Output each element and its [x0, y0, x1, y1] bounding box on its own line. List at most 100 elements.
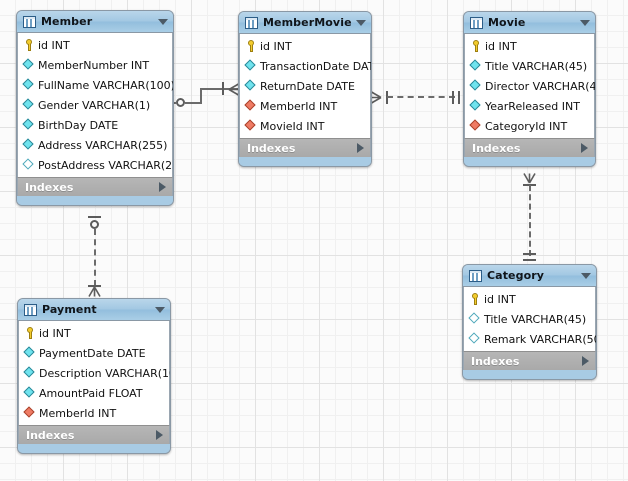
column-label: PostAddress VARCHAR(255): [38, 158, 173, 172]
table-column-row[interactable]: Description VARCHAR(100): [19, 363, 170, 383]
column-icon: [23, 139, 35, 151]
column-label: Description VARCHAR(100): [39, 366, 170, 380]
table-column-row[interactable]: Title VARCHAR(45): [464, 309, 595, 329]
table-column-row[interactable]: id INT: [465, 36, 594, 56]
indexes-section-category[interactable]: Indexes: [463, 351, 596, 370]
indexes-section-member[interactable]: Indexes: [17, 177, 173, 196]
rel-member-payment-zero-marker: [90, 220, 99, 229]
column-label: PaymentDate DATE: [39, 346, 146, 360]
primary-key-icon: [469, 293, 481, 305]
indexes-label: Indexes: [471, 354, 520, 368]
column-icon: [23, 59, 35, 71]
nullable-column-icon: [23, 159, 35, 171]
indexes-section-movie[interactable]: Indexes: [464, 138, 595, 157]
column-icon: [23, 79, 35, 91]
entity-table-category[interactable]: Category id INT Title VARCHAR(45)Remark VA…: [462, 264, 597, 380]
table-title: Movie: [488, 16, 526, 29]
column-icon: [245, 80, 257, 92]
table-column-row[interactable]: MemberNumber INT: [18, 55, 172, 75]
column-label: ReturnDate DATE: [260, 79, 355, 93]
chevron-down-icon[interactable]: [356, 19, 366, 26]
rel-membermovie-movie-bar-c: [458, 91, 460, 104]
table-column-row[interactable]: FullName VARCHAR(100): [18, 75, 174, 95]
table-footer: [17, 196, 173, 205]
rel-membermovie-movie-bar-a: [386, 91, 388, 104]
rel-member-membermovie-one-bar: [222, 82, 224, 95]
table-header-member[interactable]: Member: [17, 11, 173, 33]
column-label: id INT: [484, 292, 516, 306]
table-footer: [463, 370, 596, 379]
table-column-row[interactable]: CategoryId INT: [465, 116, 594, 136]
rel-member-membermovie-zero-marker: [176, 98, 185, 107]
table-column-row[interactable]: id INT: [240, 36, 370, 56]
indexes-label: Indexes: [26, 428, 75, 442]
chevron-down-icon[interactable]: [158, 18, 168, 25]
table-column-row[interactable]: ReturnDate DATE: [240, 76, 370, 96]
column-icon: [24, 367, 36, 379]
entity-table-member[interactable]: Member id INT MemberNumber INT FullName VAR…: [16, 10, 174, 206]
chevron-down-icon[interactable]: [581, 272, 591, 279]
table-column-row[interactable]: id INT: [19, 323, 169, 343]
chevron-right-icon[interactable]: [357, 143, 364, 153]
foreign-key-icon: [245, 100, 257, 112]
column-label: FullName VARCHAR(100): [38, 78, 174, 92]
table-header-membermovie[interactable]: MemberMovie: [239, 12, 371, 34]
column-icon: [24, 387, 36, 399]
table-column-row[interactable]: PaymentDate DATE: [19, 343, 169, 363]
table-footer: [239, 157, 371, 166]
primary-key-icon: [470, 40, 482, 52]
rel-member-payment-crow-bar: [88, 285, 101, 287]
column-label: TransactionDate DATE: [260, 59, 372, 73]
table-column-row[interactable]: id INT: [18, 35, 172, 55]
table-title: Payment: [42, 303, 97, 316]
table-column-row[interactable]: BirthDay DATE: [18, 115, 172, 135]
table-header-category[interactable]: Category: [463, 265, 596, 287]
table-column-row[interactable]: Remark VARCHAR(500): [464, 329, 596, 349]
table-column-row[interactable]: MovieId INT: [240, 116, 370, 136]
table-header-payment[interactable]: Payment: [18, 299, 170, 321]
table-column-row[interactable]: Address VARCHAR(255): [18, 135, 172, 155]
rel-membermovie-movie-crowfoot: [371, 91, 382, 104]
table-column-row[interactable]: PostAddress VARCHAR(255): [18, 155, 173, 175]
table-header-movie[interactable]: Movie: [464, 12, 595, 34]
table-column-row[interactable]: id INT: [464, 289, 595, 309]
rel-member-membermovie-seg5: [214, 88, 238, 90]
column-label: YearReleased INT: [485, 99, 580, 113]
chevron-down-icon[interactable]: [155, 306, 165, 313]
table-icon: [23, 15, 36, 28]
table-title: Member: [41, 15, 93, 28]
column-label: MemberId INT: [39, 406, 117, 420]
column-label: Director VARCHAR(45): [485, 79, 596, 93]
rel-movie-category-crowfoot: [523, 173, 536, 186]
column-label: MemberNumber INT: [38, 58, 150, 72]
table-column-row[interactable]: TransactionDate DATE: [240, 56, 372, 76]
rel-movie-category-line: [529, 185, 531, 256]
chevron-down-icon[interactable]: [580, 19, 590, 26]
indexes-section-payment[interactable]: Indexes: [18, 425, 170, 444]
column-label: id INT: [39, 326, 71, 340]
column-icon: [23, 119, 35, 131]
column-label: BirthDay DATE: [38, 118, 119, 132]
primary-key-icon: [24, 327, 36, 339]
chevron-right-icon[interactable]: [581, 143, 588, 153]
chevron-right-icon[interactable]: [582, 356, 589, 366]
table-column-row[interactable]: MemberId INT: [19, 403, 169, 423]
chevron-right-icon[interactable]: [159, 182, 166, 192]
chevron-right-icon[interactable]: [156, 430, 163, 440]
entity-table-payment[interactable]: Payment id INT PaymentDate DATE Description…: [17, 298, 171, 454]
indexes-section-membermovie[interactable]: Indexes: [239, 138, 371, 157]
table-columns: id INT Title VARCHAR(45)Remark VARCHAR(50…: [463, 287, 596, 351]
primary-key-icon: [245, 40, 257, 52]
table-column-row[interactable]: Gender VARCHAR(1): [18, 95, 172, 115]
table-column-row[interactable]: Director VARCHAR(45): [465, 76, 596, 96]
table-column-row[interactable]: AmountPaid FLOAT: [19, 383, 169, 403]
table-icon: [469, 269, 482, 282]
table-footer: [18, 444, 170, 453]
table-column-row[interactable]: MemberId INT: [240, 96, 370, 116]
table-column-row[interactable]: Title VARCHAR(45): [465, 56, 594, 76]
table-column-row[interactable]: YearReleased INT: [465, 96, 594, 116]
